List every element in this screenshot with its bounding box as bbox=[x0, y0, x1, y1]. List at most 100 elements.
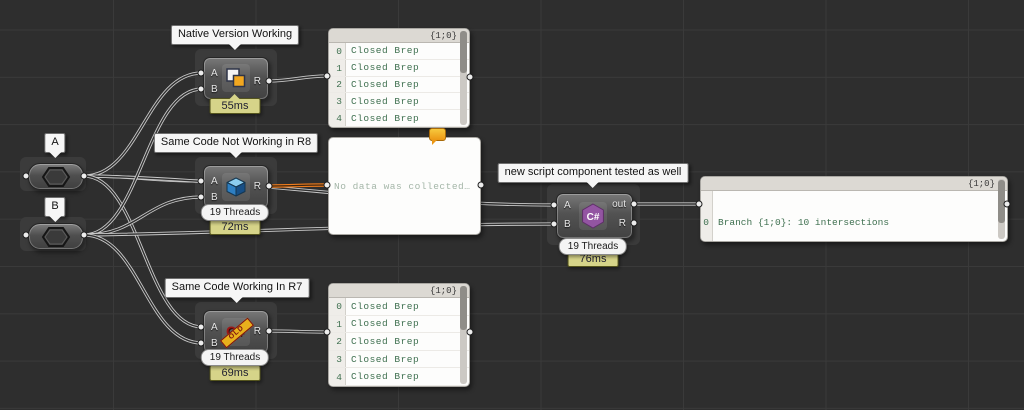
input-a-label: A bbox=[211, 68, 218, 79]
port-dot[interactable] bbox=[466, 73, 474, 81]
port-dot[interactable] bbox=[695, 200, 703, 208]
scribble-native[interactable]: Native Version Working bbox=[170, 25, 300, 45]
panel-scrollbar[interactable] bbox=[998, 179, 1005, 239]
row-index: 0 bbox=[329, 298, 346, 315]
panel-no-data[interactable]: No data was collected… bbox=[328, 137, 481, 235]
panel-scrollbar[interactable] bbox=[460, 286, 467, 384]
wire-a-r7[interactable] bbox=[83, 174, 203, 329]
row-value: Closed Brep bbox=[351, 318, 420, 330]
row-value: Closed Brep bbox=[351, 353, 420, 365]
row-value: Closed Brep bbox=[351, 335, 420, 347]
old-csharp-icon: C# OLD bbox=[219, 317, 255, 349]
port-dot[interactable] bbox=[22, 172, 30, 180]
runtime-badge-r7: 69ms bbox=[209, 365, 261, 381]
port-dot[interactable] bbox=[197, 177, 205, 185]
scribble-param-a[interactable]: A bbox=[44, 133, 66, 153]
scribble-csharp[interactable]: new script component tested as well bbox=[497, 163, 689, 183]
row-index: 3 bbox=[329, 93, 346, 110]
port-dot[interactable] bbox=[477, 181, 485, 189]
threads-tag-r7: 19 Threads bbox=[200, 349, 270, 366]
port-dot[interactable] bbox=[265, 327, 273, 335]
row-value: Closed Brep bbox=[351, 95, 420, 107]
panel-csharp-output[interactable]: {1;0} 0 Branch {1;0}: 10 intersections T… bbox=[700, 176, 1008, 242]
wire-b-csharp-core bbox=[83, 223, 554, 236]
panel-scrollbar[interactable] bbox=[460, 31, 467, 125]
component-csharp-script[interactable]: A B out R C# bbox=[556, 193, 633, 239]
input-b-label: B bbox=[564, 219, 571, 230]
row-value: Closed Brep bbox=[351, 300, 420, 312]
param-brep-b[interactable] bbox=[28, 223, 84, 250]
wire-b-native-core bbox=[83, 88, 203, 236]
wire-a-csharp[interactable] bbox=[83, 174, 554, 207]
port-dot[interactable] bbox=[197, 323, 205, 331]
panel-row: 3 Closed Brep bbox=[329, 93, 469, 111]
wire-b-native[interactable] bbox=[83, 87, 203, 237]
component-native-intersection[interactable]: A B R bbox=[203, 57, 269, 100]
input-b-label: B bbox=[211, 338, 218, 349]
port-dot[interactable] bbox=[197, 69, 205, 77]
output-r-label: R bbox=[253, 76, 261, 87]
runtime-badge-csharp: 76ms bbox=[567, 251, 619, 267]
port-dot[interactable] bbox=[323, 72, 331, 80]
port-dot[interactable] bbox=[197, 85, 205, 93]
wire-a-csharp-core bbox=[83, 175, 554, 206]
component-script-r7[interactable]: A B R C# OLD bbox=[203, 310, 269, 354]
scribble-r7[interactable]: Same Code Working In R7 bbox=[164, 278, 310, 298]
param-brep-a[interactable] bbox=[28, 163, 84, 190]
port-dot[interactable] bbox=[550, 220, 558, 228]
port-dot[interactable] bbox=[323, 328, 331, 336]
port-dot[interactable] bbox=[197, 193, 205, 201]
warning-balloon-icon[interactable] bbox=[429, 128, 446, 145]
panel-path-header: {1;0} bbox=[701, 177, 1007, 191]
input-a-label: A bbox=[564, 200, 571, 211]
port-dot[interactable] bbox=[323, 181, 331, 189]
scribble-param-b[interactable]: B bbox=[44, 197, 66, 217]
wire-b-r8[interactable] bbox=[83, 195, 203, 237]
port-dot[interactable] bbox=[197, 339, 205, 347]
wire-b-csharp[interactable] bbox=[83, 222, 554, 237]
port-dot[interactable] bbox=[550, 201, 558, 209]
panel-row: 0 Closed Brep bbox=[329, 298, 469, 316]
scribble-r8[interactable]: Same Code Not Working in R8 bbox=[153, 133, 319, 153]
blue-cube-icon bbox=[222, 173, 250, 201]
port-dot[interactable] bbox=[80, 231, 88, 239]
port-dot[interactable] bbox=[265, 182, 273, 190]
port-dot[interactable] bbox=[1003, 200, 1011, 208]
row-value: Closed Brep bbox=[351, 45, 420, 57]
wire-a-native[interactable] bbox=[83, 71, 203, 178]
csharp-logo-icon: C# bbox=[579, 202, 607, 230]
row-value: Branch {1;0}: 10 intersections Type of m… bbox=[718, 216, 890, 228]
port-dot[interactable] bbox=[22, 231, 30, 239]
port-dot[interactable] bbox=[80, 172, 88, 180]
input-a-label: A bbox=[211, 322, 218, 333]
output-r-label: R bbox=[253, 326, 261, 337]
output-r-label: R bbox=[618, 218, 626, 229]
input-b-label: B bbox=[211, 84, 218, 95]
row-value: Closed Brep bbox=[351, 112, 420, 124]
threads-tag-csharp: 19 Threads bbox=[558, 238, 628, 255]
no-data-message: No data was collected… bbox=[334, 180, 471, 192]
panel-row: 3 Closed Brep bbox=[329, 350, 469, 369]
wire-a-native-core bbox=[83, 72, 203, 177]
wire-a-r8[interactable] bbox=[83, 174, 203, 183]
wire-a-r7-core bbox=[83, 175, 203, 328]
port-dot[interactable] bbox=[630, 219, 638, 227]
row-value: Closed Brep bbox=[351, 62, 420, 74]
threads-tag-r8: 19 Threads bbox=[200, 204, 270, 221]
component-script-r8[interactable]: A B R bbox=[203, 165, 269, 209]
port-dot[interactable] bbox=[265, 77, 273, 85]
hexagon-brep-icon bbox=[41, 226, 71, 247]
row-index: 1 bbox=[329, 315, 346, 333]
row-index: 3 bbox=[329, 350, 346, 368]
port-dot[interactable] bbox=[466, 328, 474, 336]
port-dot[interactable] bbox=[630, 200, 638, 208]
